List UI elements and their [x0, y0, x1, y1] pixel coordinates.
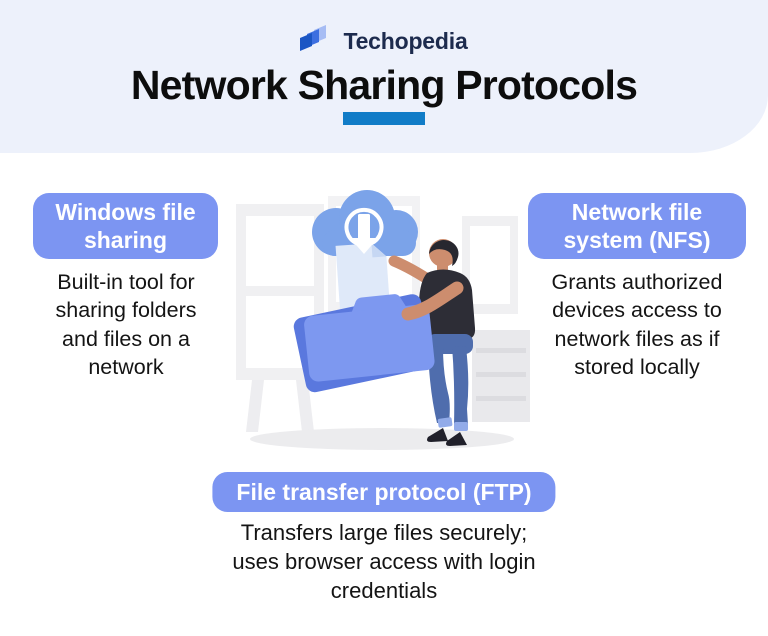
header: Techopedia Network Sharing Protocols: [0, 0, 768, 153]
page-title: Network Sharing Protocols: [130, 62, 638, 108]
folder-icon: [293, 294, 435, 393]
illustration-file-sharing: [236, 190, 530, 450]
protocol-pill-ftp: File transfer protocol (FTP): [212, 472, 556, 512]
protocol-description-windows: Built-in tool for sharing folders and fi…: [55, 270, 197, 380]
protocol-pill-nfs: Network file system (NFS): [528, 193, 746, 259]
cabinet: [472, 330, 530, 422]
protocol-description-ftp: Transfers large files securely; uses bro…: [232, 520, 536, 604]
brand-name: Techopedia: [343, 27, 468, 54]
front-arm: [401, 281, 464, 321]
techopedia-logo-icon: [300, 25, 327, 51]
protocol-description-nfs: Grants authorized devices access to netw…: [551, 270, 723, 380]
title-underline: [343, 112, 425, 125]
brand: Techopedia: [0, 22, 768, 60]
ground-shadow: [250, 428, 514, 450]
protocol-pill-windows: Windows file sharing: [33, 193, 218, 259]
download-arrow-icon: [344, 207, 384, 254]
